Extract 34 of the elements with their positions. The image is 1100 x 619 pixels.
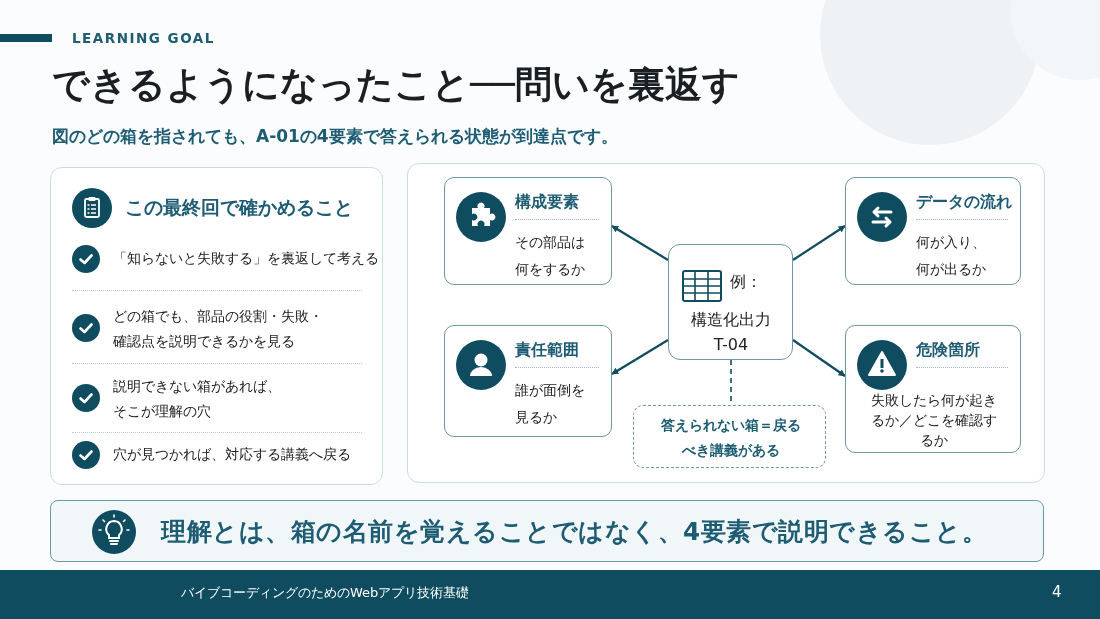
footer-text: バイブコーディングのためのWebアプリ技術基礎 xyxy=(181,584,470,602)
example-label: 例： xyxy=(730,272,762,293)
section-label: LEARNING GOAL xyxy=(72,30,215,46)
page-number: 4 xyxy=(1052,583,1062,601)
panel-heading: この最終回で確かめること xyxy=(125,195,353,220)
box-text: その部品は何をするか xyxy=(515,233,586,279)
example-name: 構造化出力 T-04 xyxy=(690,309,772,356)
checklist-item: 「知らないと失敗する」を裏返して考える xyxy=(113,249,379,268)
example-box xyxy=(668,244,793,360)
box-text: 何が入り、何が出るか xyxy=(916,233,987,279)
box-heading: データの流れ xyxy=(916,192,1012,213)
arrow xyxy=(792,225,846,261)
concept-box xyxy=(444,177,612,285)
note-box xyxy=(633,405,826,468)
title: できるようになったこと──問いを裏返す xyxy=(52,62,740,108)
subtitle: 図のどの箱を指されても、A-01の4要素で答えられる状態が到達点です。 xyxy=(52,125,618,148)
box-heading: 危険箇所 xyxy=(916,340,980,361)
box-heading: 構成要素 xyxy=(515,192,579,213)
checklist-item: 説明できない箱があれば、そこが理解の穴 xyxy=(113,377,282,421)
box-text: 失敗したら何が起きるか／どこを確認するか xyxy=(870,391,998,450)
checklist-panel xyxy=(50,167,383,485)
concept-box xyxy=(845,177,1021,285)
arrow xyxy=(611,225,669,261)
summary-banner xyxy=(50,500,1044,562)
concept-box xyxy=(845,325,1021,453)
box-text: 誰が面倒を見るか xyxy=(515,381,586,427)
checklist-item: 穴が見つかれば、対応する講義へ戻る xyxy=(113,445,351,464)
concept-box xyxy=(444,325,612,437)
checklist-item: どの箱でも、部品の役割・失敗・確認点を説明できるかを見る xyxy=(113,307,324,351)
summary-text: 理解とは、箱の名前を覚えることではなく、4要素で説明できること。 xyxy=(161,516,988,548)
arrow xyxy=(792,339,846,377)
arrow xyxy=(611,339,669,375)
box-heading: 責任範囲 xyxy=(515,340,579,361)
note-text: 答えられない箱＝戻るべき講義がある xyxy=(660,416,802,460)
